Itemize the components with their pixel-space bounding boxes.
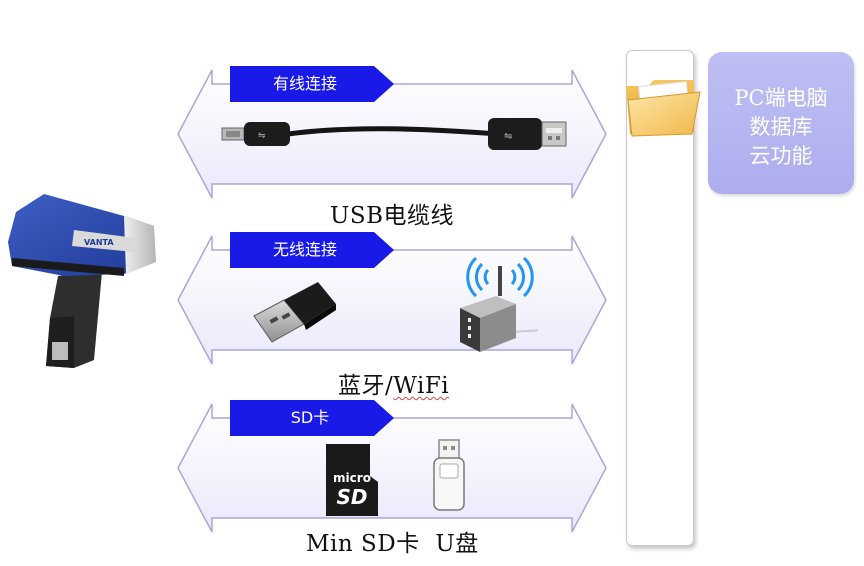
usb-flash-drive-icon — [433, 439, 465, 511]
caption-storage: Min SD卡 U盘 — [306, 531, 479, 557]
tag-sdcard-label: SD卡 — [290, 408, 330, 427]
sd-logo-text: SD — [336, 485, 367, 509]
micro-sd-card-icon: micro SD — [326, 444, 378, 516]
double-arrow-wired — [177, 69, 607, 199]
bluetooth-dongle-icon — [253, 282, 336, 343]
folder-icon — [626, 80, 701, 137]
svg-text:⇋: ⇋ — [258, 131, 266, 141]
micro-sd-text: micro — [333, 471, 371, 485]
handheld-xrf-analyzer-icon: VANTA — [8, 194, 156, 368]
caption-bluetooth-wifi: 蓝牙/WiFi — [338, 366, 449, 400]
caption-wifi-text: WiFi — [393, 373, 450, 399]
usb-cable-icon: ⇋ ⇋ — [221, 118, 567, 150]
tag-wired-label: 有线连接 — [272, 74, 337, 93]
tag-shape-wireless — [230, 232, 394, 268]
tag-shape-wired — [230, 66, 394, 102]
caption-usb-cable: USB电缆线 — [330, 203, 455, 229]
pc-box-line-cloud: 云功能 — [749, 144, 813, 168]
device-brand-text: VANTA — [84, 238, 114, 247]
double-arrow-storage — [177, 403, 607, 533]
pc-box-line-database: 数据库 — [749, 115, 813, 139]
tag-shape-sdcard — [230, 400, 394, 436]
caption-bluetooth-text: 蓝牙/ — [338, 373, 394, 399]
pc-box-line-pc: PC端电脑 — [734, 86, 828, 110]
tag-wireless-label: 无线连接 — [272, 240, 337, 259]
wifi-router-icon — [460, 256, 539, 352]
pc-database-cloud-box: PC端电脑 数据库 云功能 — [708, 52, 854, 194]
svg-text:⇋: ⇋ — [504, 131, 512, 142]
